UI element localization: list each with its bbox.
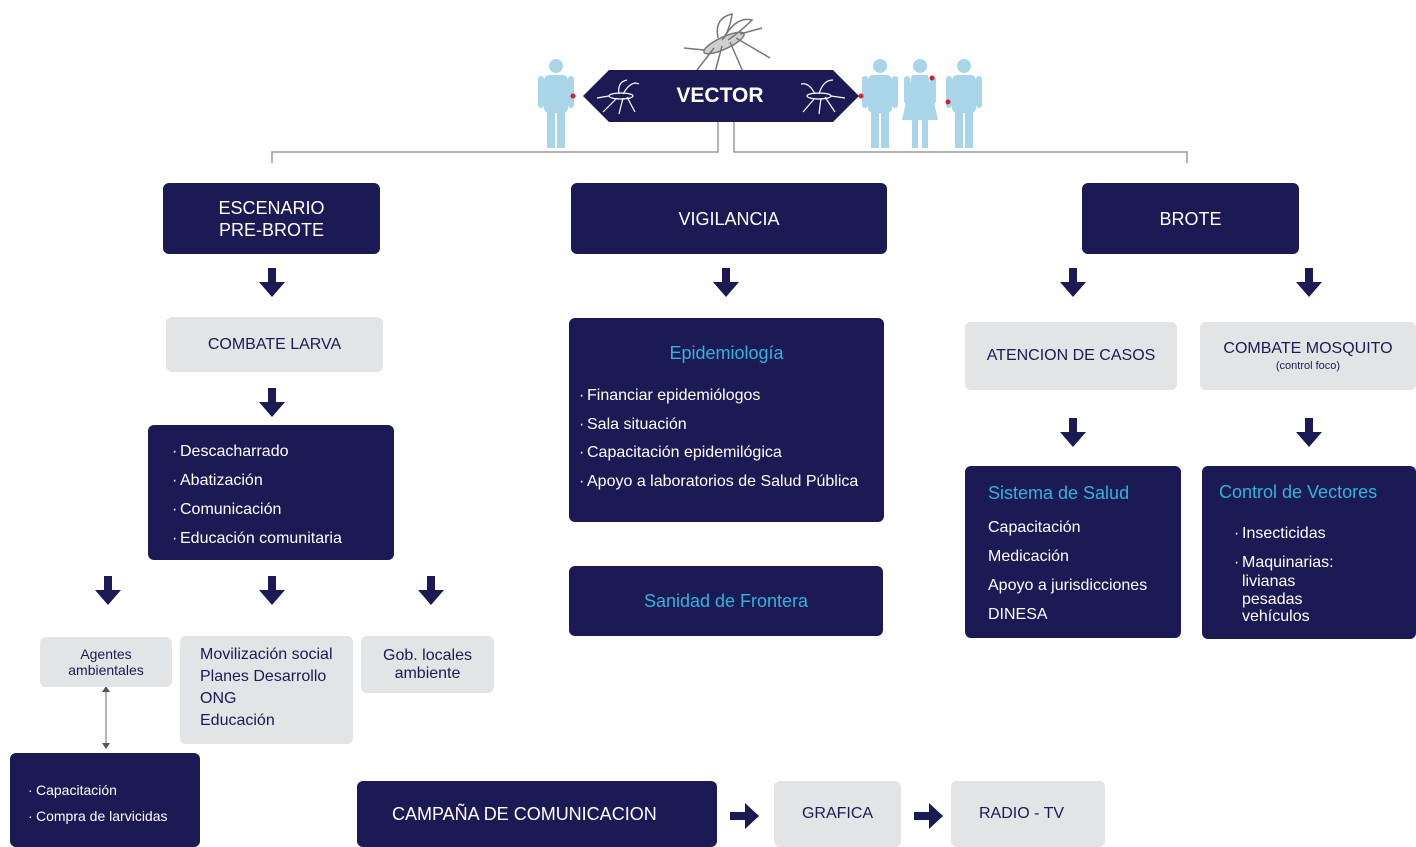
- pre-brote-title-line1: ESCENARIO: [218, 197, 325, 218]
- person-icon: [902, 59, 938, 148]
- radio-tv-box: RADIO - TV: [951, 781, 1105, 847]
- list-item: livianas: [1242, 573, 1296, 590]
- list-item: Capacitación: [28, 777, 200, 803]
- list-item: Compra de larvicidas: [28, 803, 200, 829]
- list-item: Movilización social: [200, 646, 333, 663]
- vigilancia-box: VIGILANCIA: [571, 183, 887, 254]
- sistema-salud-box: Sistema de Salud Capacitación Medicación…: [965, 466, 1181, 638]
- down-arrow-icon: [1296, 418, 1322, 447]
- down-arrow-icon: [259, 576, 285, 605]
- movilizacion-box: Movilización social Planes Desarrollo ON…: [180, 636, 353, 744]
- list-item: Maquinarias:: [1234, 548, 1334, 577]
- list-item: Comunicación: [172, 495, 394, 524]
- grafica-box: GRAFICA: [774, 781, 901, 847]
- list-item: Educación comunitaria: [172, 524, 394, 553]
- down-arrow-icon: [418, 576, 444, 605]
- gob-line2: ambiente: [394, 664, 461, 682]
- control-vectores-title: Control de Vectores: [1219, 482, 1378, 502]
- agentes-ambientales-box: Agentes ambientales: [40, 637, 172, 687]
- sistema-salud-title: Sistema de Salud: [988, 483, 1130, 503]
- combate-larva-box: COMBATE LARVA: [166, 317, 383, 372]
- person-icon: [858, 59, 898, 148]
- list-item: DINESA: [988, 606, 1048, 623]
- arrowhead-down: [102, 743, 110, 749]
- atencion-casos-box: ATENCION DE CASOS: [965, 322, 1177, 390]
- list-item: Capacitación epidemilógica: [579, 439, 858, 468]
- connector-right: [733, 120, 1188, 163]
- vector-title: VECTOR: [676, 84, 764, 107]
- down-arrow-icon: [259, 388, 285, 417]
- control-vectores-box: Control de Vectores Insecticidas Maquina…: [1202, 466, 1416, 639]
- list-item: Planes Desarrollo: [200, 668, 327, 685]
- person-icon: [538, 59, 576, 148]
- person-icon: [945, 59, 982, 148]
- gob-locales-box: Gob. locales ambiente: [361, 636, 494, 693]
- list-item: ONG: [200, 690, 237, 707]
- right-arrow-icon: [914, 803, 943, 829]
- combate-mosquito-box: COMBATE MOSQUITO (control foco): [1200, 322, 1416, 390]
- agentes-line1: Agentes: [80, 646, 132, 662]
- down-arrow-icon: [259, 268, 285, 297]
- right-arrow-icon: [730, 803, 759, 829]
- list-item: Insecticidas: [1234, 519, 1334, 548]
- brote-box: BROTE: [1082, 183, 1299, 254]
- vector-banner: [583, 70, 859, 122]
- list-item: Apoyo a jurisdicciones: [988, 577, 1148, 594]
- mosquito-icon-left: [596, 79, 640, 115]
- combate-mosquito-sub: (control foco): [1275, 360, 1341, 372]
- list-item: Abatización: [172, 466, 394, 495]
- arrowhead-up: [102, 686, 110, 692]
- list-item: Capacitación: [988, 519, 1081, 536]
- list-item: vehículos: [1242, 608, 1310, 625]
- down-arrow-icon: [713, 268, 739, 297]
- campana-comunicacion-box: CAMPAÑA DE COMUNICACION: [357, 781, 717, 847]
- agentes-line2: ambientales: [68, 662, 144, 678]
- down-arrow-icon: [1060, 268, 1086, 297]
- sanidad-frontera-box: Sanidad de Frontera: [569, 566, 883, 636]
- epidemiologia-box: Epidemiología Financiar epidemiólogos Sa…: [569, 318, 884, 522]
- list-item: Financiar epidemiólogos: [579, 382, 858, 411]
- mosquito-icon: [683, 13, 771, 77]
- larvicidas-box: Capacitación Compra de larvicidas: [10, 753, 200, 847]
- list-item: Descacharrado: [172, 437, 394, 466]
- list-item: Sala situación: [579, 411, 858, 440]
- gob-line1: Gob. locales: [383, 646, 472, 664]
- combate-mosquito-title: COMBATE MOSQUITO: [1223, 340, 1393, 357]
- pre-brote-title-line2: PRE-BROTE: [218, 219, 324, 240]
- down-arrow-icon: [95, 576, 121, 605]
- mosquito-icon-right: [800, 79, 846, 115]
- epidemiologia-title: Epidemiología: [669, 343, 784, 363]
- down-arrow-icon: [1060, 418, 1086, 447]
- connector-left: [271, 120, 719, 163]
- list-item: Educación: [200, 712, 275, 729]
- down-arrow-icon: [1296, 268, 1322, 297]
- escenario-pre-brote-box: ESCENARIO PRE-BROTE: [163, 183, 380, 254]
- list-item: Apoyo a laboratorios de Salud Pública: [579, 468, 858, 497]
- list-item: pesadas: [1242, 590, 1303, 608]
- list-item: Medicación: [988, 548, 1069, 565]
- larva-actions-box: Descacharrado Abatización Comunicación E…: [148, 425, 394, 560]
